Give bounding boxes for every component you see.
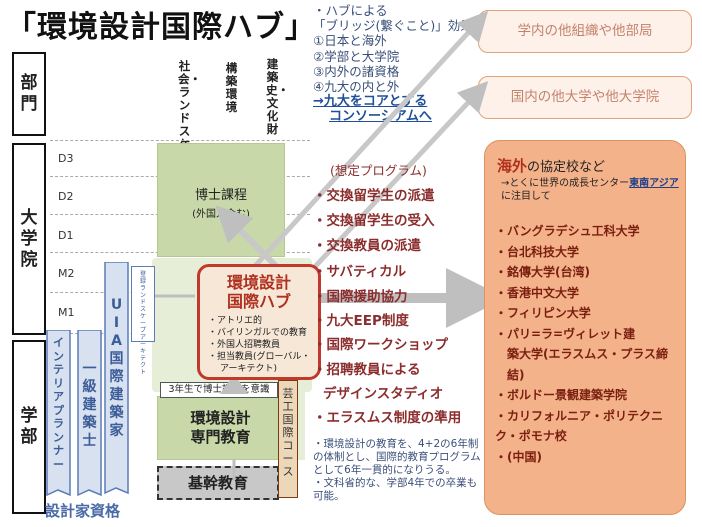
hub-features: ・アトリエ的 ・バイリンガルでの教育 ・外国人招聘教員 ・担当教員(グローバル・… — [208, 315, 310, 375]
program-item: ・招聘教員による — [313, 362, 421, 378]
hub-feature: ・バイリンガルでの教育 — [208, 328, 308, 338]
uia-architect-label: UIA国際建築家 — [109, 297, 124, 439]
hub-feature: ・アトリエ的 — [208, 316, 263, 326]
international-hub-box: 環境設計 国際ハブ ・アトリエ的 ・バイリンガルでの教育 ・外国人招聘教員 ・担… — [197, 264, 321, 380]
geikou-course-box: 芸工国際コース — [278, 380, 298, 498]
category-undergraduate: 学部 — [12, 340, 46, 514]
hub-feature: ・外国人招聘教員 — [208, 340, 281, 350]
overseas-school: ・(中国) — [495, 449, 542, 464]
program-item: ・エラスムス制度の準用 — [313, 410, 462, 426]
overseas-school: ・パリ=ラ=ヴィレット建 — [495, 326, 636, 341]
level-d1: D1 — [58, 229, 74, 242]
overseas-school: ・ボルドー景観建築学院 — [495, 388, 628, 402]
column-built-environment: 構築環境 — [225, 61, 238, 114]
arrow-to-other-university — [308, 81, 489, 274]
doctoral-program-title: 博士課程 — [194, 188, 247, 203]
overseas-list: ・バングラデシュ工科大学 ・台北科技大学 ・銘傳大学(台湾) ・香港中文大学 ・… — [495, 221, 683, 467]
program-note-line: ・文科省的な、学部4年での卒業も可能。 — [313, 477, 478, 502]
level-d3: D3 — [58, 152, 74, 165]
arrow-to-other-org — [253, 10, 489, 268]
program-note-line: ・環境設計の教育を、4+2の6年制の体制とし、国際的教育プログラムとして6年一貫… — [313, 438, 481, 476]
category-graduate: 大学院 — [12, 143, 46, 335]
hub-effect-line: ①日本と海外 — [313, 33, 387, 49]
env-design-box: 環境設計 専門教育 — [157, 396, 284, 460]
level-d2: D2 — [58, 190, 74, 203]
program-item-cont: デザインスタディオ — [323, 386, 444, 402]
program-item: ・交換留学生の受入 — [313, 213, 435, 229]
first-class-architect-arrow — [77, 330, 102, 497]
third-year-note: 3年生で博士課程を意識 — [160, 382, 278, 398]
interior-planner-arrow — [46, 330, 71, 497]
hub-feature: アーキテクト) — [220, 364, 277, 374]
diagram-title: 「環境設計国際ハブ」 — [6, 10, 316, 45]
hub-effect-notes: ・ハブによる 「ブリッジ(繋ぐこと)」効果 ①日本と海外 ②学部と大学院 ③内外… — [313, 3, 485, 125]
overseas-title: 海外の協定校など — [497, 157, 606, 175]
designer-qualifications-label: 設計家資格 — [45, 502, 121, 520]
kikan-education-box: 基幹教育 — [157, 466, 279, 500]
other-university-box: 国内の他大学や他大学院 — [478, 76, 692, 119]
overseas-school: ・香港中文大学 — [495, 285, 580, 300]
hub-effect-line: ④九大の内と外 — [313, 79, 400, 95]
level-m2: M2 — [58, 267, 75, 280]
program-item: ・九大EEP制度 — [313, 313, 409, 329]
first-class-architect-label: 一級建築士 — [82, 361, 97, 449]
hub-effect-line: ・ハブによる — [313, 3, 388, 18]
program-note: ・環境設計の教育を、4+2の6年制の体制とし、国際的教育プログラムとして6年一貫… — [313, 438, 483, 503]
hub-effect-line: ②学部と大学院 — [313, 48, 400, 64]
programs-header: (想定プログラム) — [330, 163, 427, 178]
level-m1: M1 — [58, 306, 75, 319]
program-item: ・国際援助協力 — [313, 289, 408, 305]
hub-effect-line: ③内外の諸資格 — [313, 63, 400, 79]
hub-title-line: 環境設計 — [226, 273, 291, 292]
program-item: ・交換教員の派遣 — [313, 238, 421, 254]
program-item: ・交換留学生の派遣 — [313, 188, 435, 204]
overseas-note: →とくに世界の成長センター東南アジアに注目して — [501, 178, 679, 202]
overseas-school: ・バングラデシュ工科大学 — [495, 224, 640, 238]
overseas-school: ・銘傳大学(台湾) — [495, 265, 590, 279]
env-design-line: 環境設計 — [190, 409, 251, 427]
hub-effect-line: 「ブリッジ(繋ぐこと)」効果 — [313, 18, 473, 34]
hub-title-line: 国際ハブ — [226, 292, 291, 311]
overseas-school: ・台北科技大学 — [495, 244, 580, 259]
category-division: 部門 — [12, 52, 46, 136]
other-org-box: 学内の他組織や他部局 — [478, 10, 692, 53]
overseas-partners-box: 海外の協定校など →とくに世界の成長センター東南アジアに注目して ・バングラデシ… — [484, 140, 686, 515]
program-item: ・国際ワークショップ — [313, 337, 448, 353]
landscape-cert-box: 登録ランドスケープアーキテクト — [131, 266, 155, 376]
env-design-line: 専門教育 — [190, 428, 251, 446]
overseas-school: ・フィリピン大学 — [495, 306, 591, 320]
interior-planner-label: インテリアプランナー — [53, 336, 64, 471]
uia-architect-arrow — [104, 262, 129, 495]
arrow-to-doctoral — [215, 205, 283, 273]
hub-feature: ・担当教員(グローバル・ — [208, 352, 311, 362]
overseas-school: ・カリフォルニア・ポリテクニク・ポモナ校 — [495, 408, 664, 444]
program-item: ・サバティカル — [313, 264, 407, 280]
overseas-school-cont: 築大学(エラスムス・プラス締結) — [507, 347, 669, 382]
consortium-note: コンソーシアムへ — [329, 109, 432, 125]
